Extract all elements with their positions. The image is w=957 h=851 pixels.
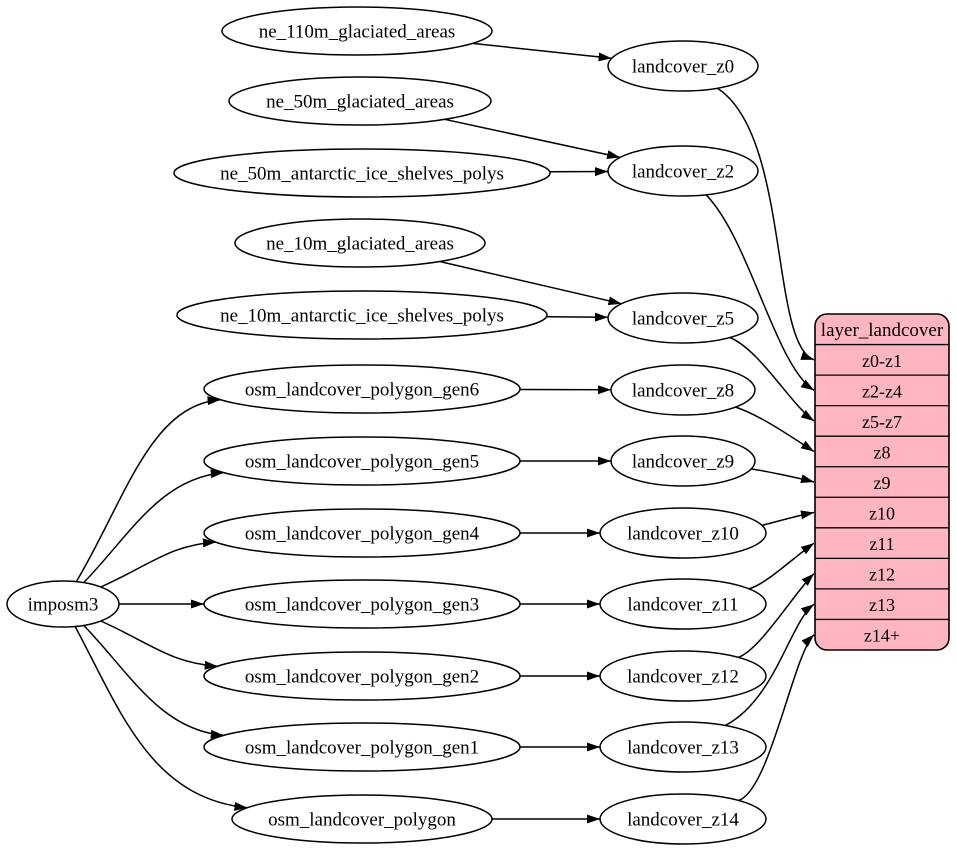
- edge-imposm3-to-osm_landcover_polygon: [74, 626, 248, 811]
- record-row-z0-z1: z0-z1: [862, 351, 902, 371]
- node-ellipse-ne_110m_glaciated_areas: [221, 6, 493, 56]
- node-osm_landcover_polygon_gen4: osm_landcover_polygon_gen4: [203, 508, 521, 558]
- node-label-osm_landcover_polygon_gen4: osm_landcover_polygon_gen4: [245, 524, 480, 545]
- node-landcover_z8: landcover_z8: [610, 364, 756, 416]
- record-row-z11: z11: [869, 534, 894, 554]
- edge-imposm3-to-osm_landcover_polygon_gen5: [83, 469, 224, 584]
- edge-imposm3-to-osm_landcover_polygon_gen4: [100, 538, 216, 588]
- edge-landcover_z9-to-row-z9: [751, 468, 815, 484]
- node-label-landcover_z9: landcover_z9: [632, 452, 734, 473]
- edge-landcover_z0-to-row-z0-z1: [716, 87, 815, 361]
- node-label-osm_landcover_polygon_gen3: osm_landcover_polygon_gen3: [245, 595, 479, 616]
- node-ellipse-ne_50m_antarctic_ice_shelves_polys: [173, 148, 551, 198]
- node-label-osm_landcover_polygon: osm_landcover_polygon: [268, 810, 456, 831]
- node-label-landcover_z5: landcover_z5: [632, 309, 734, 330]
- node-label-osm_landcover_polygon_gen2: osm_landcover_polygon_gen2: [245, 667, 479, 688]
- node-osm_landcover_polygon: osm_landcover_polygon: [231, 794, 493, 844]
- edge-ne_10m_glaciated_areas-to-landcover_z5: [439, 260, 622, 306]
- node-label-landcover_z10: landcover_z10: [627, 524, 739, 545]
- record-row-z12: z12: [869, 565, 895, 585]
- node-label-ne_50m_antarctic_ice_shelves_polys: ne_50m_antarctic_ice_shelves_polys: [220, 164, 504, 185]
- node-ne_50m_antarctic_ice_shelves_polys: ne_50m_antarctic_ice_shelves_polys: [173, 148, 551, 198]
- edge-imposm3-to-osm_landcover_polygon_gen1: [83, 624, 224, 739]
- node-label-ne_10m_antarctic_ice_shelves_polys: ne_10m_antarctic_ice_shelves_polys: [220, 306, 504, 327]
- node-ne_10m_antarctic_ice_shelves_polys: ne_10m_antarctic_ice_shelves_polys: [176, 290, 548, 340]
- edge-landcover_z5-to-row-z5-z7: [729, 336, 815, 422]
- node-ellipse-landcover_z8: [610, 364, 756, 416]
- edge-landcover_z2-to-row-z2-z4: [705, 194, 815, 392]
- node-osm_landcover_polygon_gen6: osm_landcover_polygon_gen6: [203, 364, 521, 414]
- record-layer_landcover: layer_landcover z0-z1 z2-z4 z5-z7 z8 z9 z10 z11…: [814, 313, 950, 651]
- node-landcover_z12: landcover_z12: [599, 650, 767, 702]
- node-landcover_z0: landcover_z0: [607, 40, 759, 92]
- record-row-z9: z9: [874, 473, 891, 493]
- node-label-ne_50m_glaciated_areas: ne_50m_glaciated_areas: [266, 92, 454, 113]
- node-label-ne_10m_glaciated_areas: ne_10m_glaciated_areas: [266, 234, 454, 255]
- node-ne_110m_glaciated_areas: ne_110m_glaciated_areas: [221, 6, 493, 56]
- edge-ne_110m_glaciated_areas-to-landcover_z0: [472, 42, 612, 62]
- record-row-z5-z7: z5-z7: [862, 412, 902, 432]
- node-ellipse-landcover_z2: [607, 145, 759, 197]
- record-row-z14+: z14+: [864, 626, 900, 646]
- node-label-imposm3: imposm3: [28, 595, 99, 616]
- node-label-osm_landcover_polygon_gen6: osm_landcover_polygon_gen6: [245, 380, 479, 401]
- node-label-landcover_z12: landcover_z12: [627, 667, 739, 688]
- node-label-landcover_z13: landcover_z13: [627, 738, 739, 759]
- edge-landcover_z13-to-row-z13: [724, 603, 815, 727]
- edge-landcover_z11-to-row-z11: [748, 542, 815, 590]
- node-landcover_z2: landcover_z2: [607, 145, 759, 197]
- node-ellipse-landcover_z0: [607, 40, 759, 92]
- node-osm_landcover_polygon_gen2: osm_landcover_polygon_gen2: [203, 651, 521, 701]
- record-row-z10: z10: [869, 504, 895, 524]
- node-label-landcover_z14: landcover_z14: [627, 810, 739, 831]
- node-ellipse-landcover_z5: [607, 292, 759, 344]
- node-label-landcover_z0: landcover_z0: [632, 57, 734, 78]
- edge-landcover_z10-to-row-z10: [761, 510, 815, 527]
- record-row-z8: z8: [874, 442, 891, 462]
- node-landcover_z13: landcover_z13: [599, 721, 767, 773]
- node-landcover_z11: landcover_z11: [599, 578, 767, 630]
- edge-landcover_z8-to-row-z8: [735, 406, 815, 453]
- node-ellipse-ne_10m_antarctic_ice_shelves_polys: [176, 290, 548, 340]
- node-ellipse-osm_landcover_polygon_gen6: [203, 364, 521, 414]
- node-landcover_z14: landcover_z14: [599, 793, 767, 845]
- node-label-osm_landcover_polygon_gen1: osm_landcover_polygon_gen1: [245, 738, 479, 759]
- node-ellipse-ne_50m_glaciated_areas: [228, 76, 492, 126]
- node-landcover_z10: landcover_z10: [599, 507, 767, 559]
- record-row-z2-z4: z2-z4: [862, 381, 902, 401]
- edge-landcover_z12-to-row-z12: [738, 573, 815, 659]
- record-outline: [814, 313, 950, 651]
- edge-landcover_z14-to-row-z14+: [738, 634, 815, 802]
- record-title: layer_landcover: [821, 320, 944, 341]
- edge-ne_10m_antarctic_ice_shelves_polys-to-landcover_z5: [546, 312, 609, 322]
- node-ellipse-ne_10m_glaciated_areas: [234, 218, 486, 268]
- node-label-osm_landcover_polygon_gen5: osm_landcover_polygon_gen5: [245, 452, 479, 473]
- node-imposm3: imposm3: [6, 580, 120, 628]
- edge-imposm3-to-osm_landcover_polygon_gen2: [100, 620, 218, 670]
- node-osm_landcover_polygon_gen1: osm_landcover_polygon_gen1: [203, 722, 521, 772]
- record-row-z13: z13: [869, 595, 895, 615]
- node-landcover_z9: landcover_z9: [610, 435, 756, 487]
- node-osm_landcover_polygon_gen3: osm_landcover_polygon_gen3: [203, 579, 521, 629]
- node-label-landcover_z11: landcover_z11: [627, 595, 738, 616]
- node-osm_landcover_polygon_gen5: osm_landcover_polygon_gen5: [203, 436, 521, 486]
- edge-imposm3-to-osm_landcover_polygon_gen6: [75, 396, 221, 583]
- node-label-ne_110m_glaciated_areas: ne_110m_glaciated_areas: [259, 22, 456, 43]
- node-label-landcover_z2: landcover_z2: [632, 162, 734, 183]
- node-landcover_z5: landcover_z5: [607, 292, 759, 344]
- node-ne_50m_glaciated_areas: ne_50m_glaciated_areas: [228, 76, 492, 126]
- node-ne_10m_glaciated_areas: ne_10m_glaciated_areas: [234, 218, 486, 268]
- edge-ne_50m_glaciated_areas-to-landcover_z2: [444, 118, 621, 160]
- node-label-landcover_z8: landcover_z8: [632, 381, 734, 402]
